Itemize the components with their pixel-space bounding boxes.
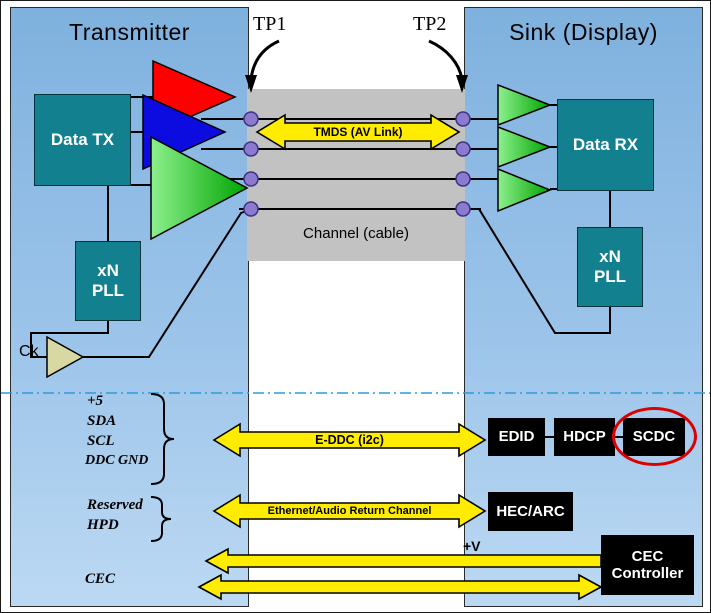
clock-buffer-triangle-icon <box>46 335 85 379</box>
tp1-dot-1 <box>243 111 259 127</box>
receiver-triangle-2-icon <box>497 125 553 169</box>
plus5-signal-label: +5 <box>87 393 104 409</box>
reserved-signal-label: Reserved <box>87 497 143 513</box>
data-rx-label: Data RX <box>572 135 639 155</box>
tp2-pointer-arrow <box>428 39 464 80</box>
receiver-triangle-1-icon <box>497 83 553 127</box>
tp2-dot-4 <box>455 201 471 217</box>
tp1-dot-4 <box>243 201 259 217</box>
tp1-label: TP1 <box>253 13 287 35</box>
tp1-pointer-arrow <box>249 39 280 80</box>
data-tx-label: Data TX <box>50 130 115 150</box>
cec-arrow <box>197 573 603 601</box>
tp2-dot-1 <box>455 111 471 127</box>
data-rx-box: Data RX <box>557 99 654 191</box>
green-driver-triangle-icon <box>150 135 249 241</box>
data-tx-box: Data TX <box>34 94 131 186</box>
pll-right-line2: PLL <box>593 267 627 286</box>
hec-arc-label: HEC/ARC <box>496 502 565 520</box>
ddc-signals-brace <box>150 393 175 485</box>
hpd-signal-label: HPD <box>87 517 119 533</box>
pll-to-clock-buffer-line <box>30 321 109 358</box>
clock-label: Ck <box>19 343 39 360</box>
sda-signal-label: SDA <box>87 413 117 429</box>
tmds-channel-lines <box>201 118 498 210</box>
eddc-bus-label: E-DDC (i2c) <box>315 433 384 447</box>
pll-left-line1: xN <box>97 261 119 281</box>
tp1-dot-3 <box>243 171 259 187</box>
pll-left-line2: PLL <box>91 281 125 300</box>
hec-arc-box: HEC/ARC <box>488 492 573 531</box>
scdc-highlight-ellipse <box>612 407 697 466</box>
pll-right-box: xN PLL <box>577 227 643 307</box>
clock-to-pll-right-line <box>463 208 611 334</box>
tp2-dot-2 <box>455 141 471 157</box>
plus-v-label: +V <box>463 538 481 554</box>
ethernet-bus-label: Ethernet/Audio Return Channel <box>267 505 432 517</box>
cec-signal-label: CEC <box>85 571 116 587</box>
heac-signals-brace <box>150 496 172 542</box>
ethernet-arrow <box>212 493 487 529</box>
tmds-bus-label: TMDS (AV Link) <box>313 125 403 139</box>
eddc-arrow <box>212 422 487 458</box>
edid-label: EDID <box>498 428 535 446</box>
cec-controller-line2: Controller <box>611 565 684 582</box>
transmitter-title: Transmitter <box>69 19 190 45</box>
hdcp-box: HDCP <box>554 418 615 456</box>
sink-title: Sink (Display) <box>509 19 658 45</box>
receiver-triangle-3-icon <box>497 167 553 213</box>
plus-v-arrow <box>204 547 602 575</box>
tp1-pointer-head-icon <box>245 75 257 93</box>
channel-cable-label: Channel (cable) <box>303 225 409 242</box>
scl-signal-label: SCL <box>87 433 115 449</box>
tp2-pointer-head-icon <box>456 75 468 93</box>
cec-controller-box: CEC Controller <box>601 535 694 595</box>
tp1-dot-2 <box>243 141 259 157</box>
tp2-dot-3 <box>455 171 471 187</box>
cec-controller-line1: CEC <box>631 547 664 565</box>
ddc-gnd-signal-label: DDC GND <box>85 453 149 468</box>
tp2-label: TP2 <box>413 13 447 35</box>
edid-box: EDID <box>488 418 545 456</box>
tmds-arrow <box>255 113 461 151</box>
pll-left-box: xN PLL <box>75 241 141 321</box>
hdcp-label: HDCP <box>563 428 606 446</box>
pll-right-line1: xN <box>599 247 621 267</box>
test-point-dots <box>243 111 471 217</box>
data-rx-connections <box>550 104 611 227</box>
